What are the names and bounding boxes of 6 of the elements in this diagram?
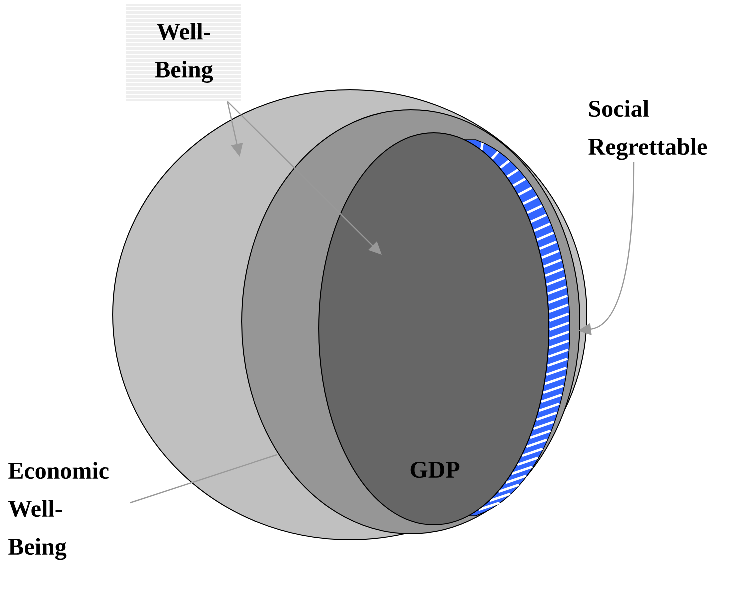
leader-line <box>130 454 278 504</box>
text-box: Well-Being <box>126 4 242 102</box>
callout-text: Economic Well-Being <box>8 462 109 560</box>
callout-text: Social Regrettable <box>588 100 708 160</box>
region-label: GDP <box>410 462 460 478</box>
arrow <box>227 101 382 255</box>
